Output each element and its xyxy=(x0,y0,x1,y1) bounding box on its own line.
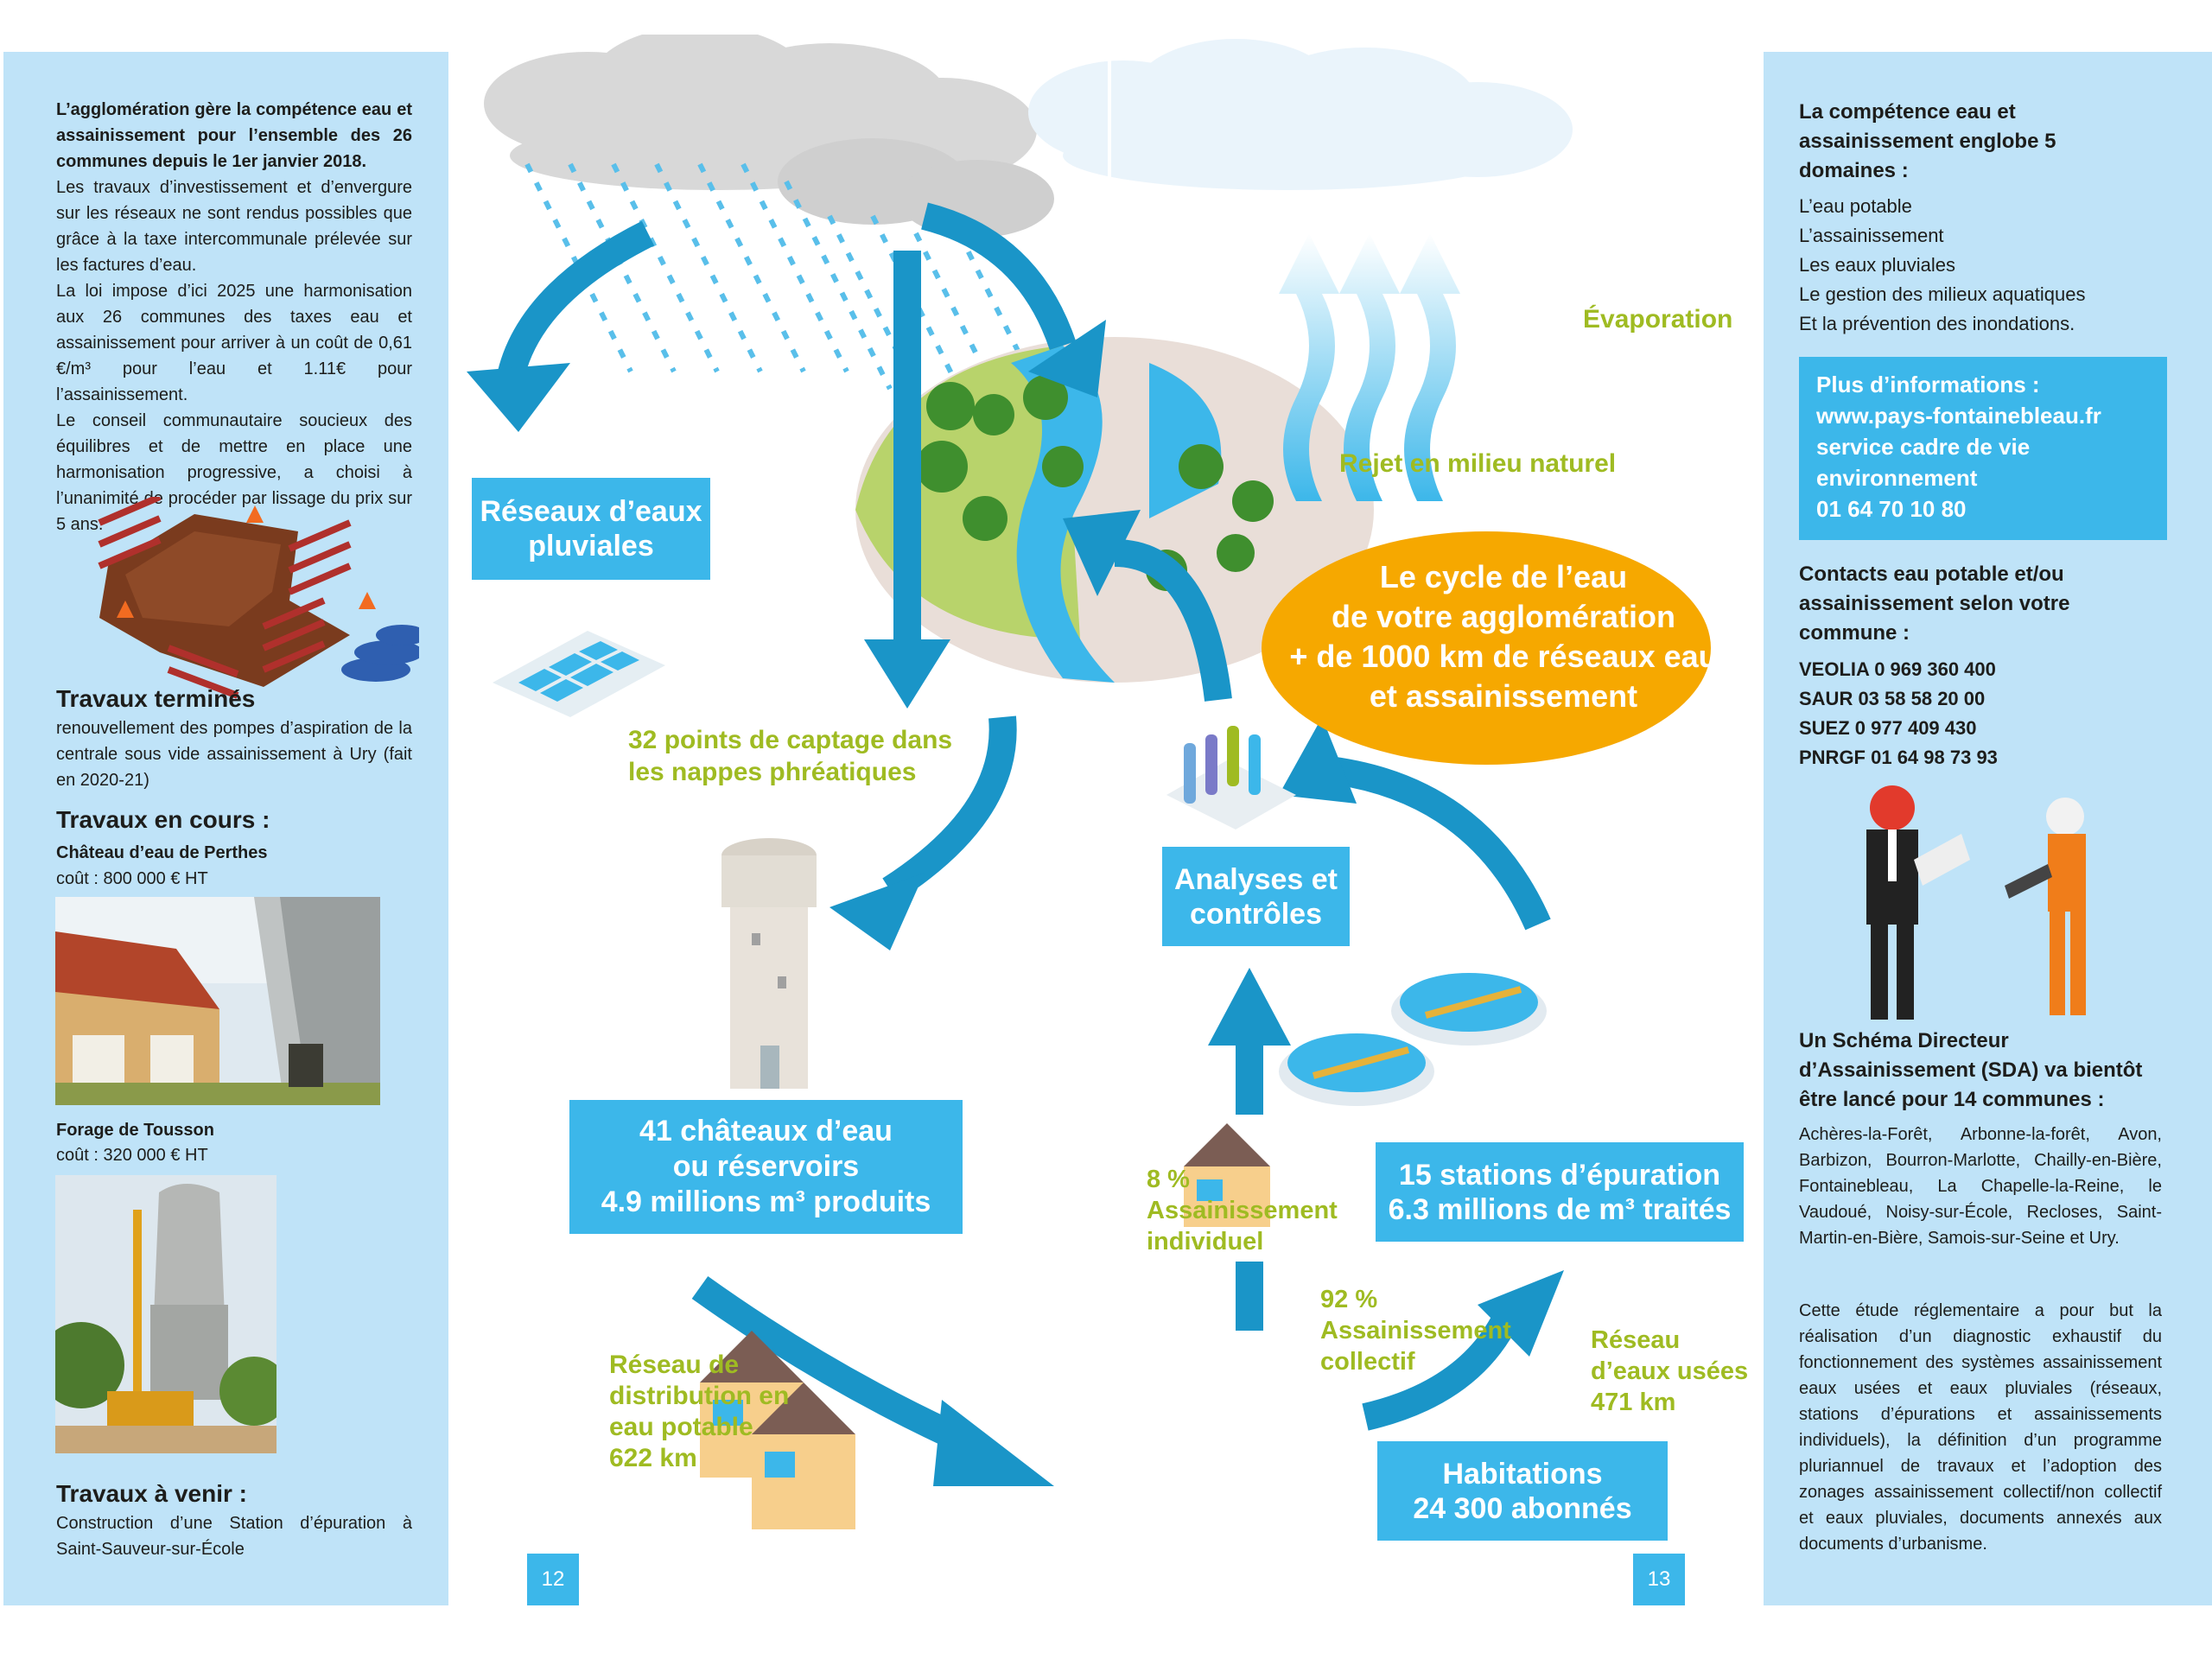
domain-item: Le gestion des milieux aquatiques xyxy=(1799,283,2086,305)
stations-box: 15 stations d’épuration 6.3 millions de … xyxy=(1376,1142,1744,1242)
intro-bold: L’agglomération gère la compétence eau e… xyxy=(56,100,412,171)
usees-line3: 471 km xyxy=(1591,1389,1676,1416)
collectif-line3: collectif xyxy=(1320,1348,1415,1376)
individuel-line1: 8 % xyxy=(1147,1166,1190,1193)
info-service-2: environnement xyxy=(1816,465,1978,491)
chateaux-line2: ou réservoirs xyxy=(672,1150,860,1183)
cycle-line2: de votre agglomération xyxy=(1331,599,1676,634)
perthes-photo xyxy=(55,897,380,1105)
analyses-box: Analyses et contrôles xyxy=(1162,847,1350,946)
habitations-line1: Habitations xyxy=(1442,1457,1603,1491)
domain-item: L’assainissement xyxy=(1799,225,1944,246)
work1-cost: coût : 800 000 € HT xyxy=(56,869,208,888)
contact-item: SUEZ 0 977 409 430 xyxy=(1799,717,1977,739)
worksite-illustration xyxy=(98,497,419,699)
sda-text: Cette étude réglementaire a pour but la … xyxy=(1799,1301,2162,1554)
info-service: service cadre de vie xyxy=(1816,434,2031,460)
captage-label: 32 points de captage dans les nappes phr… xyxy=(628,724,952,788)
info-phone: 01 64 70 10 80 xyxy=(1816,496,1967,522)
stations-line1: 15 stations d’épuration xyxy=(1398,1158,1721,1192)
work1-title: Château d’eau de Perthes xyxy=(56,843,268,862)
intro-p2: La loi impose d’ici 2025 une harmonisati… xyxy=(56,282,412,404)
cycle-line4: et assainissement xyxy=(1369,678,1638,714)
domain-item: Les eaux pluviales xyxy=(1799,254,1956,276)
stations-line2: 6.3 millions de m³ traités xyxy=(1388,1192,1732,1226)
info-website-link[interactable]: www.pays-fontainebleau.fr xyxy=(1816,403,2101,429)
captage-line2: les nappes phréatiques xyxy=(628,758,917,786)
individuel-line3: individuel xyxy=(1147,1228,1264,1255)
intro-p1: Les travaux d’investissement et d’enverg… xyxy=(56,178,412,275)
pluvial-line1: Réseaux d’eaux xyxy=(480,495,702,528)
page-number-right: 13 xyxy=(1633,1554,1685,1605)
distribution-line2: distribution en xyxy=(609,1382,790,1410)
right-panel xyxy=(1764,52,2212,1605)
individuel-line2: Assainissement xyxy=(1147,1197,1338,1224)
usees-line2: d’eaux usées xyxy=(1591,1357,1749,1385)
chateaux-box: 41 châteaux d’eau ou réservoirs 4.9 mill… xyxy=(569,1100,963,1234)
distribution-line3: eau potable xyxy=(609,1413,753,1441)
pluvial-line2: pluviales xyxy=(528,530,654,563)
individuel-label: 8 % Assainissement individuel xyxy=(1147,1164,1338,1257)
future-text: Construction d’une Station d’épuration à… xyxy=(56,1514,412,1559)
collectif-label: 92 % Assainissement collectif xyxy=(1320,1284,1511,1377)
pluvial-box: Réseaux d’eaux pluviales xyxy=(472,478,710,580)
contact-item: VEOLIA 0 969 360 400 xyxy=(1799,658,1996,680)
distribution-line4: 622 km xyxy=(609,1444,697,1472)
analyses-line2: contrôles xyxy=(1189,897,1323,931)
collectif-line2: Assainissement xyxy=(1320,1317,1511,1344)
habitations-line2: 24 300 abonnés xyxy=(1413,1491,1632,1525)
contact-item: PNRGF 01 64 98 73 93 xyxy=(1799,747,1998,768)
distribution-line1: Réseau de xyxy=(609,1351,740,1379)
collectif-line1: 92 % xyxy=(1320,1286,1378,1313)
domains-list: L’eau potable L’assainissement Les eaux … xyxy=(1799,192,2085,339)
info-title: Plus d’informations : xyxy=(1816,372,2040,397)
sda-communes: Achères-la-Forêt, Arbonne-la-forêt, Avon… xyxy=(1799,1125,2162,1248)
chateaux-line3: 4.9 millions m³ produits xyxy=(601,1185,931,1218)
contacts-list: VEOLIA 0 969 360 400 SAUR 03 58 58 20 00… xyxy=(1799,655,1998,772)
tousson-photo xyxy=(55,1175,276,1453)
cycle-line3: + de 1000 km de réseaux eau xyxy=(1289,639,1718,674)
usees-label: Réseau d’eaux usées 471 km xyxy=(1591,1325,1748,1418)
domain-item: L’eau potable xyxy=(1799,195,1912,217)
future-title: Travaux à venir : xyxy=(56,1480,248,1507)
work2-title: Forage de Tousson xyxy=(56,1121,214,1140)
contacts-title: Contacts eau potable et/ou assainissemen… xyxy=(1799,563,2070,645)
work2-cost: coût : 320 000 € HT xyxy=(56,1146,208,1165)
habitations-box: Habitations 24 300 abonnés xyxy=(1377,1441,1668,1541)
cycle-title: Le cycle de l’eau de votre agglomération… xyxy=(1279,557,1728,716)
rejet-label: Rejet en milieu naturel xyxy=(1339,449,1617,478)
contact-item: SAUR 03 58 58 20 00 xyxy=(1799,688,1986,709)
done-title: Travaux terminés xyxy=(56,685,256,712)
workers-illustration xyxy=(1866,785,2086,1020)
cycle-line1: Le cycle de l’eau xyxy=(1379,559,1628,594)
info-box: Plus d’informations : www.pays-fontaineb… xyxy=(1799,357,2167,540)
evaporation-label: Évaporation xyxy=(1583,305,1733,334)
page-number-left: 12 xyxy=(527,1554,579,1605)
domain-item: Et la prévention des inondations. xyxy=(1799,313,2075,334)
done-text: renouvellement des pompes d’aspiration d… xyxy=(56,719,412,790)
domains-title: La compétence eau et assainissement engl… xyxy=(1799,100,2056,182)
captage-line1: 32 points de captage dans xyxy=(628,726,953,754)
analyses-line1: Analyses et xyxy=(1174,862,1338,896)
intro-p3: Le conseil communautaire soucieux des éq… xyxy=(56,411,412,534)
left-intro: L’agglomération gère la compétence eau e… xyxy=(56,97,412,537)
distribution-label: Réseau de distribution en eau potable 62… xyxy=(609,1350,789,1474)
usees-line1: Réseau xyxy=(1591,1326,1681,1354)
water-cycle-illustration xyxy=(467,35,1711,1529)
chateaux-line1: 41 châteaux d’eau xyxy=(639,1115,893,1147)
ongoing-title: Travaux en cours : xyxy=(56,806,270,833)
sda-title: Un Schéma Directeur d’Assainissement (SD… xyxy=(1799,1029,2143,1111)
